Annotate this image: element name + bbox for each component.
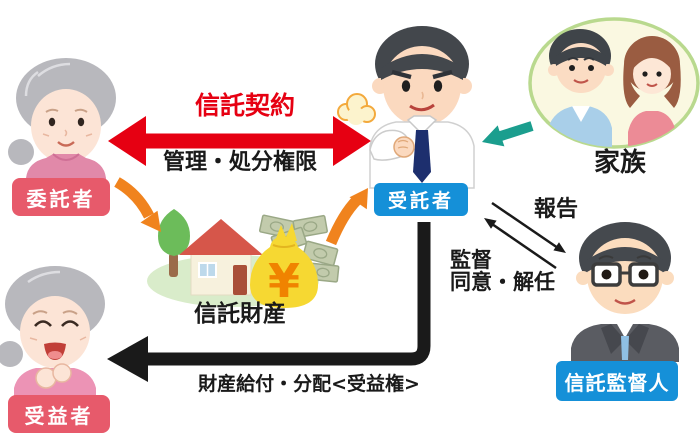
supervision-label: 監督 [450, 248, 492, 272]
family-man [548, 29, 614, 147]
trust-contract-label: 信託契約 [194, 91, 295, 120]
settlor-to-property-arrow [114, 177, 161, 232]
management-authority-label: 管理・処分権限 [162, 150, 317, 175]
tree-icon [158, 209, 190, 277]
report-label: 報告 [533, 197, 578, 222]
supervision-arrow [484, 218, 557, 270]
settlor-badge: 委託者 [12, 178, 110, 216]
effort-puff-icon [337, 93, 376, 125]
money-bag-icon: ¥ [250, 223, 318, 308]
family-woman [623, 36, 681, 147]
property-to-trustee-arrow [325, 188, 368, 246]
family-illustration [528, 17, 700, 149]
supervisor-character [571, 222, 679, 362]
trust-property-label: 信託財産 [194, 301, 286, 327]
supervisor-badge: 信託監督人 [556, 361, 678, 401]
distribution-arrow [107, 222, 431, 382]
trustee-badge: 受託者 [374, 183, 468, 216]
house-icon [179, 219, 263, 296]
beneficiary-character [0, 266, 105, 400]
yen-symbol: ¥ [268, 254, 300, 308]
settlor-character [8, 58, 116, 188]
trust-property-illustration: ¥ [147, 209, 340, 308]
report-arrow [491, 201, 566, 253]
trust-contract-arrow [108, 116, 371, 166]
consent-dismissal-label: 同意・解任 [450, 270, 555, 294]
trustee-character [337, 26, 475, 189]
beneficiary-badge: 受益者 [8, 395, 110, 433]
family-to-trustee-arrow [482, 121, 534, 147]
distribution-label: 財産給付・分配<受益権> [198, 373, 420, 395]
family-label: 家族 [593, 148, 646, 178]
